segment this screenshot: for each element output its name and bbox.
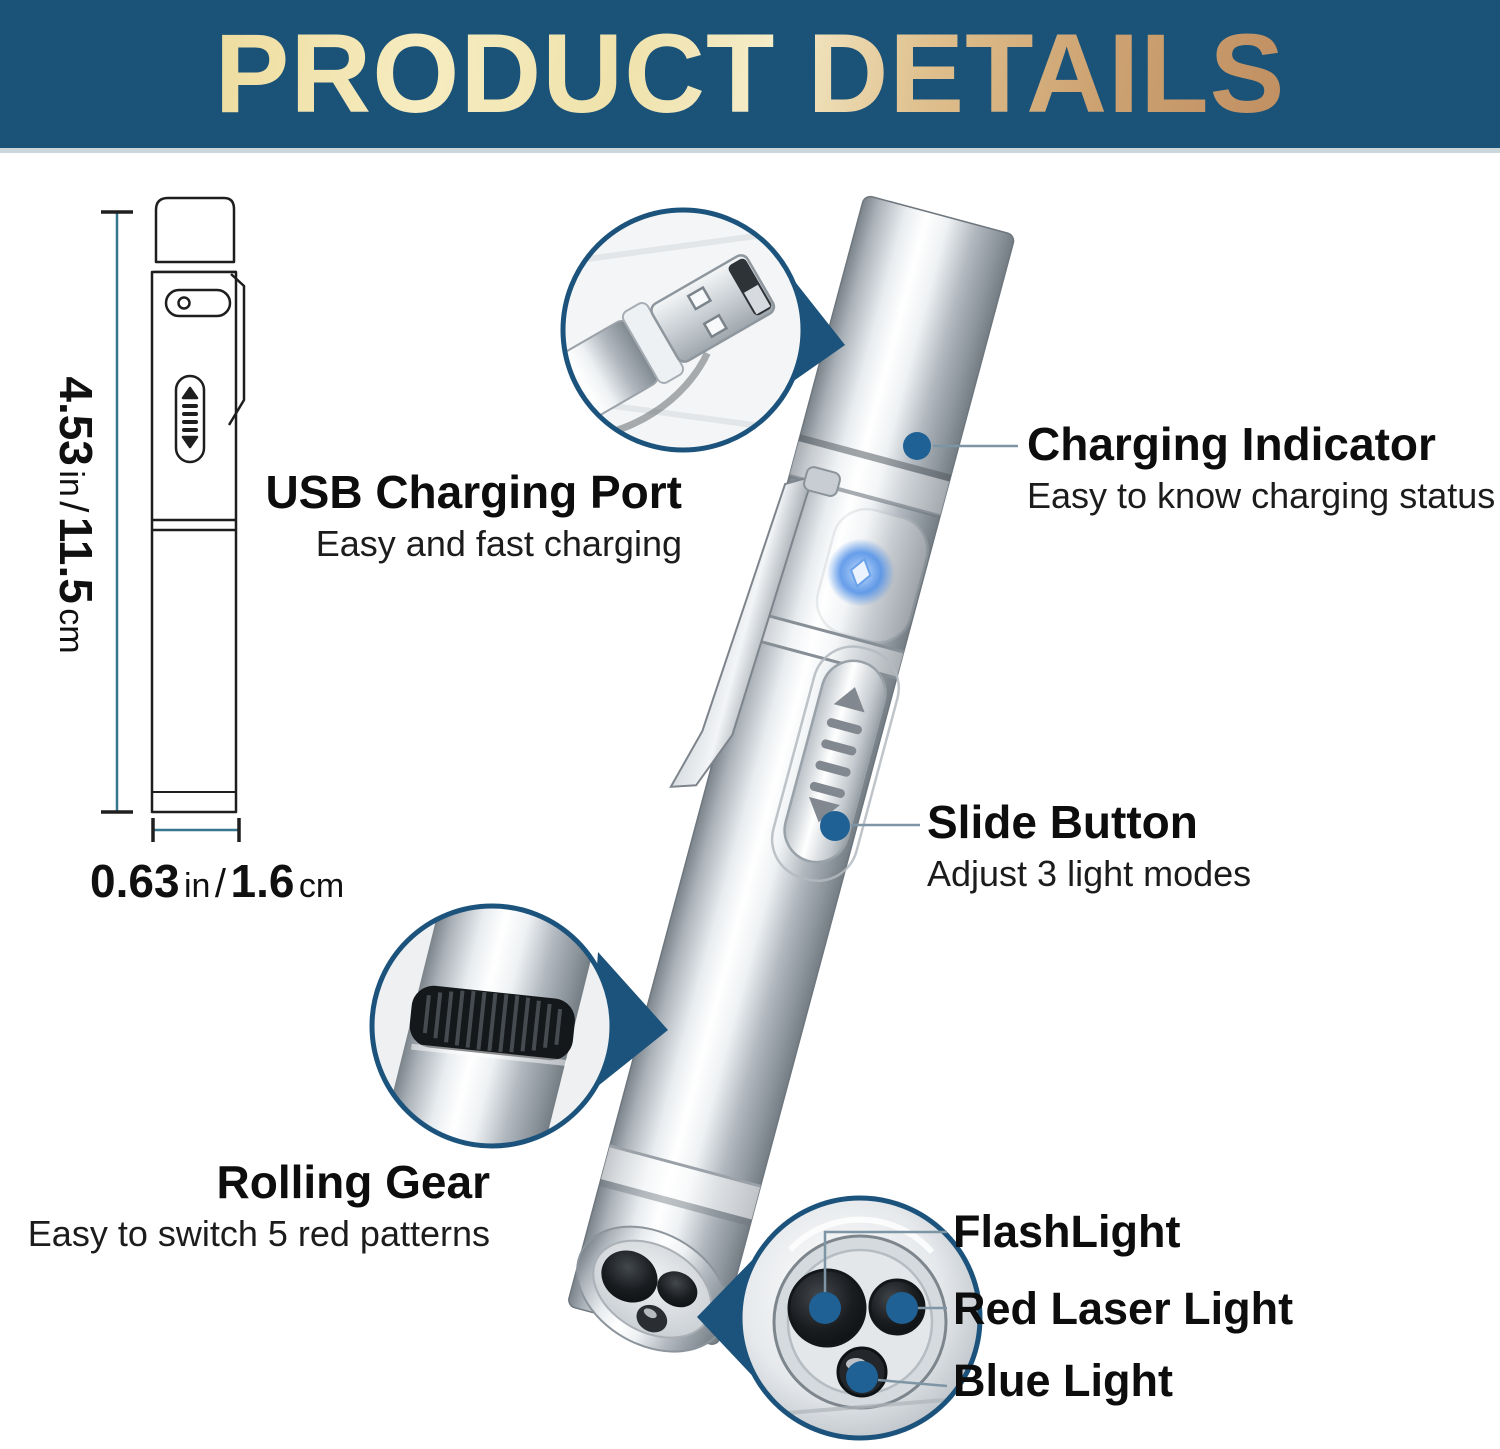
- blue-light-label: Blue Light: [953, 1355, 1173, 1406]
- gear-inset-content: [373, 907, 611, 1145]
- slide-button-title: Slide Button: [927, 796, 1198, 848]
- usb-charging-port-label: USB Charging Port Easy and fast charging: [265, 468, 682, 566]
- pen-line-drawing: [150, 196, 246, 814]
- charging-indicator-label: Charging Indicator Easy to know charging…: [1027, 420, 1495, 518]
- blue-light-leader: [877, 1378, 948, 1388]
- charging-indicator-subtitle: Easy to know charging status: [1027, 474, 1496, 516]
- red-laser-dot: [886, 1292, 918, 1324]
- width-dimension-line: [151, 818, 241, 842]
- flashlight-leader: [823, 1230, 947, 1300]
- drawing-indicator-window: [164, 288, 232, 318]
- charging-indicator-title: Charging Indicator: [1027, 418, 1436, 470]
- usb-inset-circle: [560, 207, 806, 453]
- slide-up-arrow-icon: [833, 687, 865, 713]
- head-inset-circle: [737, 1195, 983, 1441]
- rolling-gear-ring: [600, 1146, 761, 1220]
- drawing-slide-button: [174, 374, 206, 464]
- slide-button-dot: [820, 811, 850, 841]
- pen-clip: [669, 472, 821, 788]
- page-title: PRODUCT DETAILS: [215, 0, 1286, 148]
- width-dimension-label: 0.63 in / 1.6 cm: [90, 855, 345, 907]
- pen-head-face: [576, 1225, 729, 1353]
- charging-indicator-dot: [903, 432, 931, 460]
- usb-charging-port-subtitle: Easy and fast charging: [315, 522, 682, 564]
- gear-inset-circle: [369, 903, 615, 1149]
- rolling-gear-title: Rolling Gear: [216, 1156, 490, 1208]
- pen-photo: [568, 195, 1015, 1353]
- flashlight-dot: [809, 1292, 841, 1324]
- rolling-gear-label: Rolling Gear Easy to switch 5 red patter…: [28, 1158, 490, 1256]
- slide-button-subtitle: Adjust 3 light modes: [927, 852, 1252, 894]
- height-dimension-line: [101, 210, 133, 814]
- slide-button-label: Slide Button Adjust 3 light modes: [927, 798, 1251, 896]
- blue-light-dot: [846, 1361, 878, 1393]
- height-dimension-label: 4.53 in / 11.5 cm: [50, 376, 102, 654]
- usb-inset-content: [564, 211, 802, 449]
- flashlight-label: FlashLight: [953, 1206, 1181, 1257]
- drawing-clip: [227, 273, 246, 426]
- usb-charging-port-title: USB Charging Port: [265, 466, 682, 518]
- rolling-gear-subtitle: Easy to switch 5 red patterns: [27, 1212, 490, 1254]
- charging-led: [849, 557, 872, 588]
- red-laser-light-label: Red Laser Light: [953, 1283, 1294, 1334]
- header-banner: PRODUCT DETAILS: [0, 0, 1500, 153]
- slide-down-arrow-icon: [808, 796, 840, 823]
